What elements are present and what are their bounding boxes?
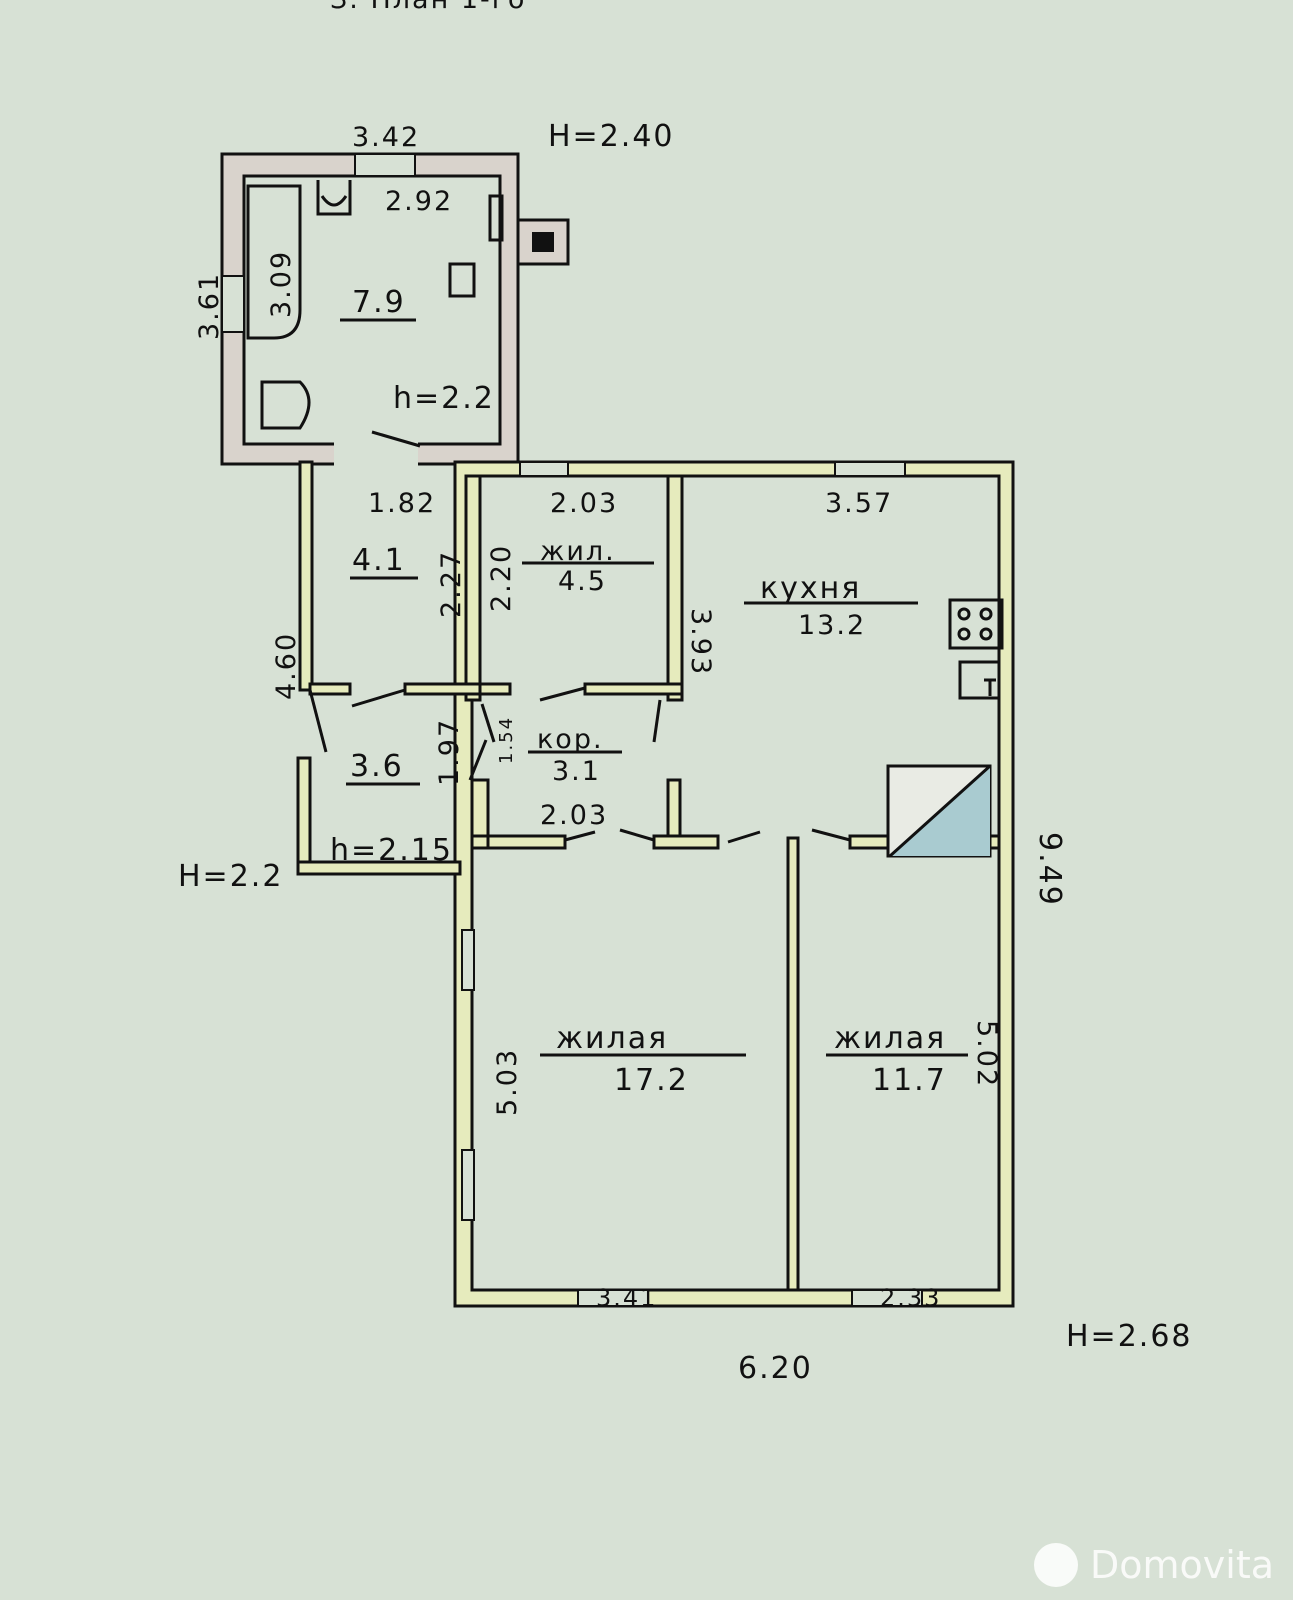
window [461, 929, 475, 991]
room-name: кор. [537, 724, 604, 755]
dim-label: 3.09 [266, 250, 297, 318]
dim-label: 2.33 [880, 1284, 941, 1312]
room-name: кухня [760, 571, 861, 606]
area-label: 13.2 [798, 610, 866, 641]
watermark-logo: Domovita [1034, 1543, 1274, 1587]
window [519, 461, 569, 477]
dim-label: 6.20 [738, 1351, 813, 1386]
window [221, 275, 245, 333]
stove-chimney-icon [886, 764, 992, 858]
height-label: H=2.2 [178, 859, 283, 894]
area-label: 4.5 [558, 566, 607, 597]
dim-label: 2.92 [385, 186, 453, 217]
area-label: 4.1 [352, 543, 406, 578]
dim-label: 3.93 [685, 608, 716, 676]
dim-label: 9.49 [1032, 832, 1067, 907]
dim-label: 2.03 [540, 800, 608, 831]
area-label: 11.7 [872, 1063, 947, 1098]
height-label: H=2.40 [548, 119, 675, 154]
window [851, 1289, 923, 1307]
dim-label: 4.60 [271, 632, 302, 700]
dim-label: 1.54 [496, 716, 517, 764]
dim-label: 2.27 [436, 550, 467, 618]
bathroom-block [220, 152, 570, 466]
dim-label: 2.20 [486, 544, 517, 612]
room-name: жилая [556, 1021, 668, 1056]
door-swing [371, 430, 421, 448]
height-label: H=2.68 [1066, 1319, 1193, 1354]
bathtub-icon [246, 184, 302, 340]
dim-label: 1.97 [434, 718, 465, 786]
stove-icon [948, 598, 1004, 650]
dim-label: 5.02 [971, 1020, 1002, 1088]
dim-label: 2.03 [550, 488, 618, 519]
dim-label: 3.42 [352, 122, 420, 153]
doorway [334, 440, 418, 466]
room-name: жилая [834, 1021, 946, 1056]
dim-label: 5.03 [492, 1048, 523, 1116]
dim-label: 3.41 [596, 1284, 657, 1312]
dim-label: 3.57 [825, 488, 893, 519]
chimney-flue-icon [532, 232, 554, 252]
window [461, 1149, 475, 1221]
area-label: 17.2 [614, 1063, 689, 1098]
window [577, 1289, 649, 1307]
window [834, 461, 906, 477]
area-label: 3.6 [350, 749, 404, 784]
washing-machine-icon [448, 262, 476, 298]
dim-label: 3.61 [194, 272, 225, 340]
main-house [296, 460, 1015, 1308]
height-label: h=2.2 [393, 381, 495, 416]
toilet-icon [260, 380, 311, 430]
area-label: 7.9 [352, 285, 406, 320]
window [354, 153, 416, 177]
height-label: h=2.15 [330, 833, 453, 868]
header-fragment: З. План 1-го [330, 0, 526, 15]
area-label: 3.1 [552, 756, 601, 787]
water-heater-icon [488, 194, 504, 242]
dim-label: 1.82 [368, 488, 436, 519]
sink-icon [316, 180, 352, 216]
kitchen-sink-icon [958, 660, 1001, 700]
watermark-text: Domovita [1090, 1543, 1274, 1587]
